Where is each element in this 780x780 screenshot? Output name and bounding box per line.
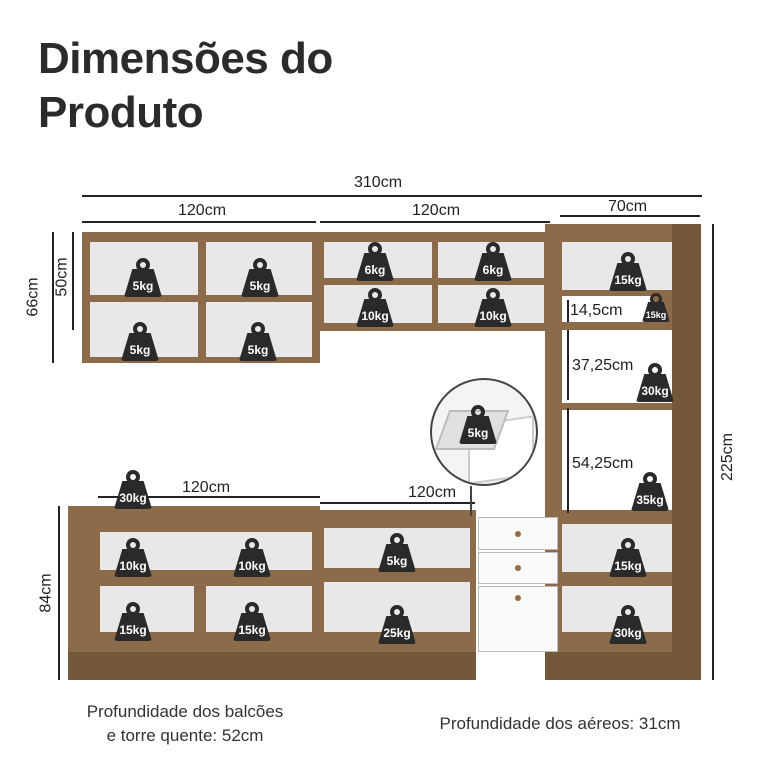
weight-icon: 25kg xyxy=(378,605,416,645)
weight-label: 5kg xyxy=(241,269,279,297)
weight-icon: 15kg xyxy=(233,602,271,642)
page-title: Dimensões do xyxy=(38,34,333,83)
weight-label: 6kg xyxy=(356,253,394,281)
weight-icon: 5kg xyxy=(378,533,416,573)
weight-icon: 5kg xyxy=(459,405,497,445)
upper-middle-height-label: 50cm xyxy=(53,257,71,297)
weight-icon: 30kg xyxy=(609,605,647,645)
tower-width-label: 70cm xyxy=(608,198,648,215)
weight-icon: 15kg xyxy=(609,252,647,292)
dimension-line xyxy=(567,300,569,322)
weight-label: 30kg xyxy=(636,374,674,402)
upper-total-height-label: 66cm xyxy=(24,277,42,317)
weight-label: 30kg xyxy=(609,616,647,644)
weight-icon: 10kg xyxy=(474,288,512,328)
page-title-line2: Produto xyxy=(38,88,204,137)
dimension-line xyxy=(72,232,74,330)
dimension-line xyxy=(52,232,54,363)
upper-middle-width-label: 120cm xyxy=(412,202,461,219)
base-depth-line2: e torre quente: 52cm xyxy=(106,726,264,745)
weight-icon: 10kg xyxy=(233,538,271,578)
weight-icon: 6kg xyxy=(356,242,394,282)
weight-label: 15kg xyxy=(114,613,152,641)
weight-label: 5kg xyxy=(124,269,162,297)
base-left-width-label: 120cm xyxy=(182,479,231,496)
weight-icon: 15kg xyxy=(114,602,152,642)
weight-icon: 5kg xyxy=(239,322,277,362)
dimension-line xyxy=(320,221,550,223)
weight-label: 30kg xyxy=(114,481,152,509)
weight-icon: 6kg xyxy=(474,242,512,282)
drawer xyxy=(478,552,558,584)
base-left-cabinet xyxy=(68,506,320,680)
weight-icon: 15kg xyxy=(609,538,647,578)
weight-label: 6kg xyxy=(474,253,512,281)
weight-label: 35kg xyxy=(631,483,669,511)
tower-gap-1-label: 14,5cm xyxy=(570,302,623,319)
weight-icon: 35kg xyxy=(631,472,669,512)
total-width-label: 310cm xyxy=(354,174,403,191)
weight-label: 5kg xyxy=(459,416,497,444)
weight-icon: 15kg xyxy=(642,293,670,323)
weight-label: 15kg xyxy=(642,302,670,322)
tower-gap-3-label: 54,25cm xyxy=(572,455,634,472)
dimension-line xyxy=(82,195,702,197)
base-depth-line1: Profundidade dos balcões xyxy=(86,702,284,721)
upper-left-cabinet xyxy=(82,232,320,363)
dimension-line xyxy=(98,496,320,498)
upper-depth-note: Profundidade dos aéreos: 31cm xyxy=(439,714,681,733)
tower-gap-2-label: 37,25cm xyxy=(572,357,634,374)
dimension-line xyxy=(470,486,472,516)
weight-icon: 10kg xyxy=(114,538,152,578)
dimension-line xyxy=(320,502,475,504)
weight-icon: 30kg xyxy=(114,470,152,510)
base-depth-note: Profundidade dos balcões e torre quente:… xyxy=(40,700,330,748)
weight-icon: 5kg xyxy=(241,258,279,298)
dimension-line xyxy=(712,224,714,680)
weight-icon: 5kg xyxy=(124,258,162,298)
dimension-line xyxy=(567,330,569,400)
drawer xyxy=(478,586,558,652)
upper-middle-cabinet xyxy=(318,232,550,331)
weight-label: 5kg xyxy=(121,333,159,361)
weight-label: 15kg xyxy=(609,263,647,291)
tower-height-label: 225cm xyxy=(719,432,737,482)
base-middle-width-label: 120cm xyxy=(408,484,457,501)
weight-label: 10kg xyxy=(114,549,152,577)
weight-label: 10kg xyxy=(233,549,271,577)
base-height-label: 84cm xyxy=(37,573,55,613)
dimension-line xyxy=(58,506,60,680)
weight-icon: 30kg xyxy=(636,363,674,403)
dimension-line xyxy=(567,408,569,513)
weight-label: 15kg xyxy=(233,613,271,641)
drawer xyxy=(478,517,558,550)
weight-label: 10kg xyxy=(356,299,394,327)
weight-label: 15kg xyxy=(609,549,647,577)
weight-label: 10kg xyxy=(474,299,512,327)
weight-label: 5kg xyxy=(239,333,277,361)
dimension-line xyxy=(560,215,700,217)
weight-label: 25kg xyxy=(378,616,416,644)
weight-icon: 5kg xyxy=(121,322,159,362)
weight-label: 5kg xyxy=(378,544,416,572)
dimension-line xyxy=(82,221,316,223)
upper-left-width-label: 120cm xyxy=(178,202,227,219)
weight-icon: 10kg xyxy=(356,288,394,328)
